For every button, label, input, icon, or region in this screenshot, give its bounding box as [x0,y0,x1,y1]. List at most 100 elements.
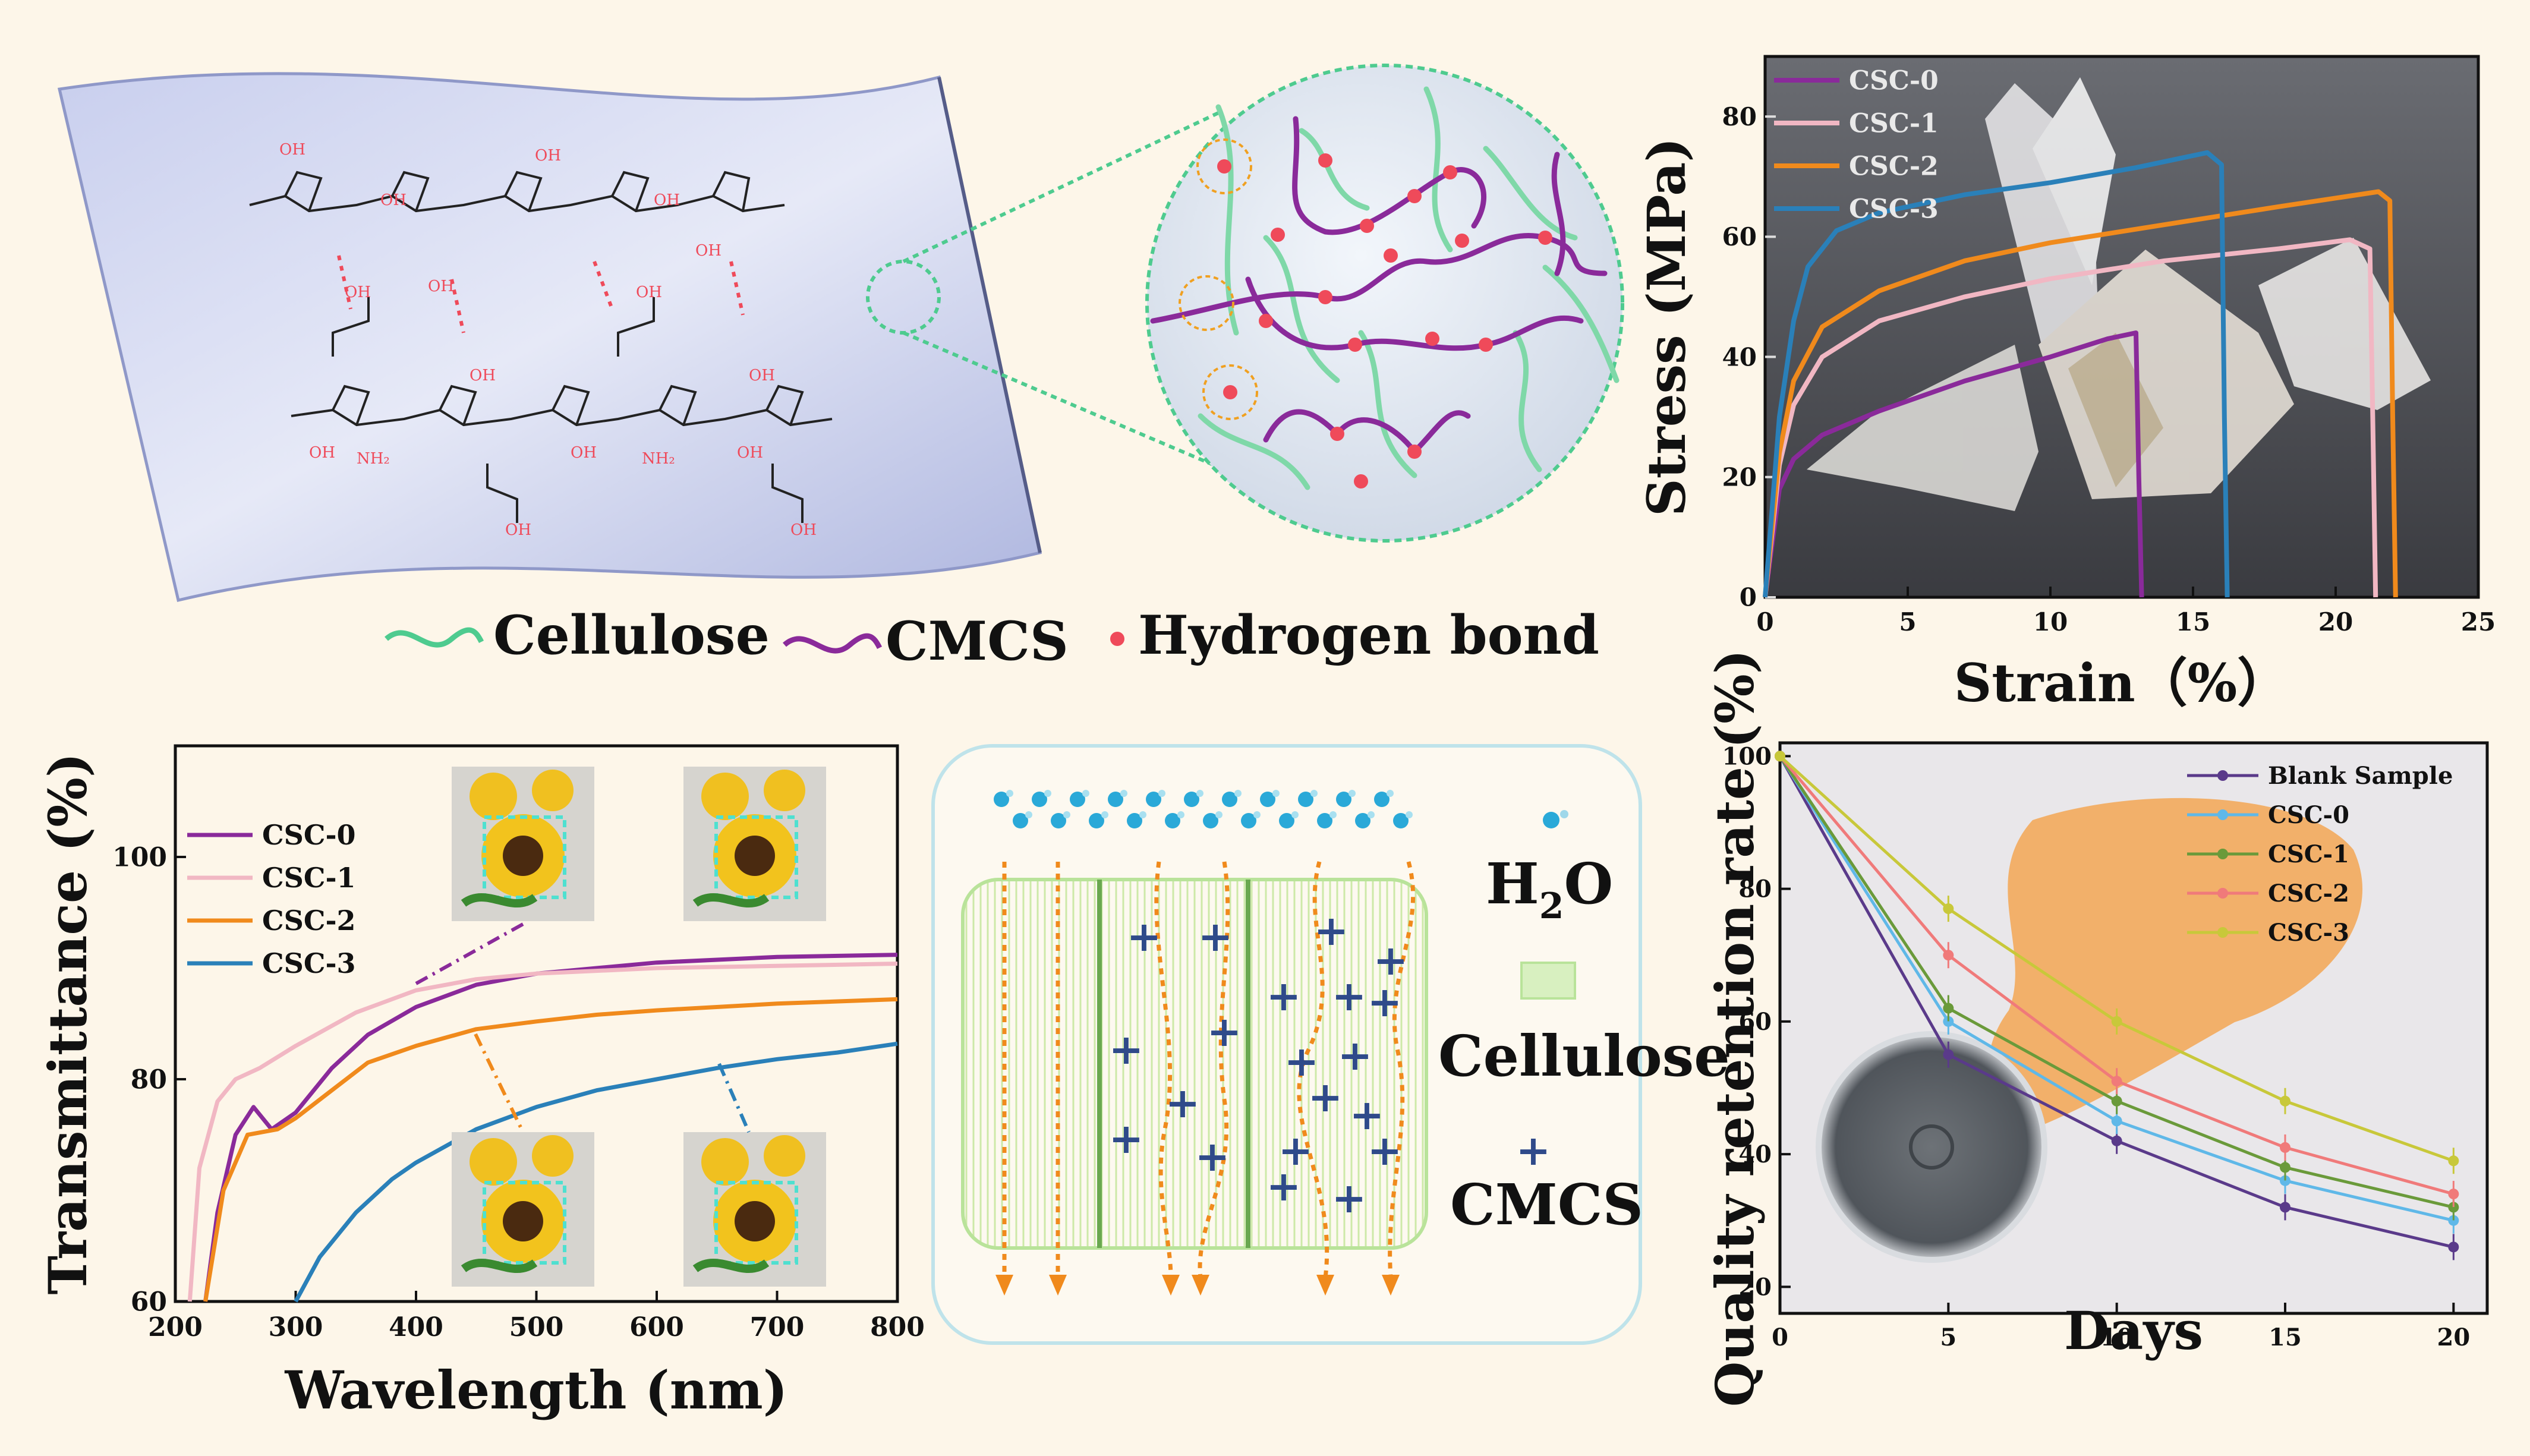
oh-label: OH [428,278,454,295]
cmcs-cross-mark: + [1373,935,1409,985]
h2o-legend-icon [1543,812,1559,828]
cellulose-legend-swatch [385,627,484,648]
x-tick-label: 600 [629,1312,684,1342]
water-molecule [1393,813,1409,828]
legend-label: CSC-2 [262,905,356,937]
zoom-line-bottom [902,331,1225,471]
cmcs-legend-swatch [783,633,883,654]
series-line-csc-2 [203,997,898,1302]
x-tick-label: 20 [2437,1323,2470,1351]
x-tick-label: 300 [269,1312,323,1342]
x-tick-label: 15 [2269,1323,2302,1351]
y-tick-label: 60 [1722,222,1757,251]
sunflower-photo-csc1 [683,767,826,921]
oh-label: OH [380,191,407,209]
oh-label: OH [737,444,763,462]
water-molecule [1089,813,1104,828]
cmcs-cross-mark: + [1332,1173,1367,1222]
oh-label: OH [571,444,597,462]
cmcs-cross-mark: + [1284,1036,1319,1086]
cmcs-legend-icon: + [1516,1126,1551,1175]
oh-labels: OH OH OH OH OH OH OH OH OH OH OH OH OH O… [279,141,817,539]
film-illustration: OH OH OH OH OH OH OH OH OH OH OH OH OH O… [57,72,1225,603]
water-molecule [1051,813,1066,828]
water-molecule-h [1368,811,1375,818]
paper-crane-photo [1807,77,2431,511]
y-tick-label: 60 [1738,1008,1772,1036]
schematic-legend: H2O Cellulose + CMCS [1438,810,1730,1238]
water-molecule [1013,813,1028,828]
network-bubble [1145,64,1624,543]
inset-pointer-csc3 [717,1063,751,1133]
water-molecule [994,792,1009,807]
cmcs-chains [1150,116,1608,456]
x-tick-label: 25 [2461,607,2496,636]
cellulose-chain-structure [249,171,785,213]
water-molecule-h [1196,790,1203,797]
legend-label: CSC-3 [262,947,356,979]
inset-pointer-csc0 [415,922,524,985]
series-line-csc-3 [294,1041,898,1303]
water-molecule-h [1349,790,1356,797]
water-molecule-h [1234,790,1242,797]
water-molecule [1165,813,1180,828]
sunflower-photo-csc0 [452,767,594,921]
cmcs-cross-mark: + [1308,1072,1343,1121]
water-molecule-h [1310,790,1318,797]
x-tick-label: 700 [750,1312,805,1342]
water-molecule-h [1215,811,1223,818]
sunflower-photo-csc2 [452,1132,594,1287]
x-tick-label: 5 [1940,1323,1956,1351]
cellulose-legend-icon [1520,962,1576,1000]
top-legend: Cellulose CMCS Hydrogen bond [385,604,1599,673]
water-molecule [1108,792,1123,807]
water-arrowheads [995,1275,1400,1296]
water-molecule-h [1139,811,1146,818]
water-molecule [1279,813,1294,828]
y-tick-label: 60 [131,1287,167,1317]
cmcs-legend-label: CMCS [886,610,1069,673]
water-molecule-h [1387,790,1394,797]
cmcs-cross-mark: + [1368,977,1403,1026]
cmcs-schematic-label: CMCS [1450,1172,1643,1238]
legend-marker [2217,770,2228,781]
legend-label: CSC-2 [2268,880,2349,907]
oh-label: OH [505,521,531,539]
oh-label: OH [279,141,305,159]
water-molecule-h [1025,811,1032,818]
cmcs-cross-mark: + [1127,912,1162,961]
cmcs-cross-mark: + [1278,1126,1313,1175]
y-axis-label: Quality retention rate (%) [1704,650,1766,1407]
water-molecule [1241,813,1256,828]
cmcs-cross-mark: + [1207,1007,1242,1056]
hbond-points [1217,153,1552,489]
x-tick-label: 5 [1899,607,1916,636]
water-molecule-h [1177,811,1184,818]
legend-label: CSC-1 [2268,840,2349,868]
series-line-csc-0 [203,953,898,1302]
x-tick-label: 20 [2318,607,2353,636]
x-tick-label: 500 [509,1312,564,1342]
cmcs-cross-mark: + [1350,1090,1385,1139]
cellulose-legend-label: Cellulose [493,604,770,667]
water-molecule-h [1329,811,1337,818]
legend-label: CSC-1 [262,862,356,894]
water-molecule [1127,813,1142,828]
x-tick-label: 10 [2033,607,2068,636]
y-tick-label: 80 [131,1064,167,1095]
hydrogen-bond-dots [337,255,745,333]
x-tick-label: 0 [1772,1323,1788,1351]
x-tick-label: 10 [2100,1323,2134,1351]
legend-marker [2217,849,2228,859]
water-molecule [1203,813,1218,828]
y-tick-label: 0 [1740,583,1757,612]
oh-label: OH [654,191,680,209]
x-tick-label: 800 [870,1312,925,1342]
legend-label: CSC-0 [2268,801,2349,829]
cmcs-crosses: ++++++++++++++++++++ [1109,906,1409,1222]
oh-label: OH [535,147,561,165]
legend-marker [2217,809,2228,820]
x-tick-label: 200 [148,1312,203,1342]
oh-label: OH [345,283,371,301]
